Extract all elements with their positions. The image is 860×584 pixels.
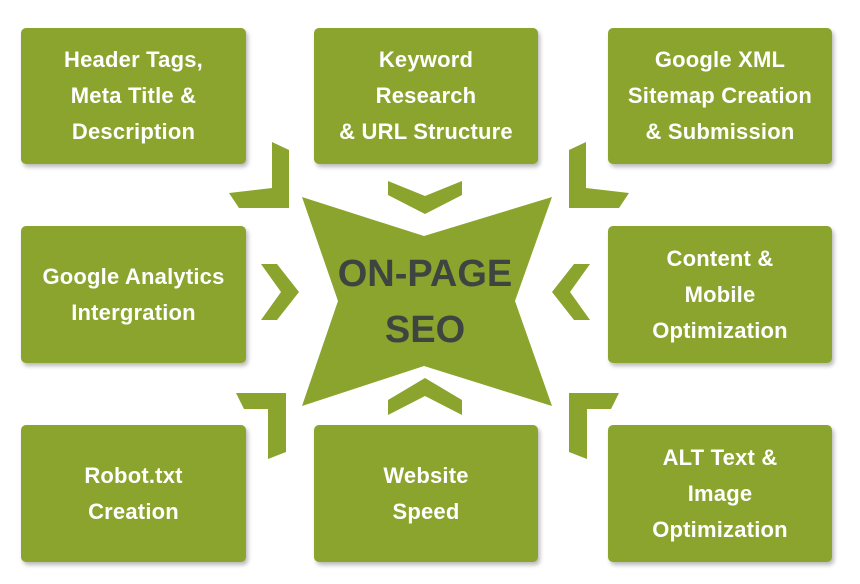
node-header-tags: Header Tags, Meta Title & Description xyxy=(21,28,246,164)
center-star-shape xyxy=(302,197,552,406)
chevron-down-icon xyxy=(388,181,462,214)
node-robot-txt: Robot.txt Creation xyxy=(21,425,246,562)
center-label: ON-PAGE SEO xyxy=(337,253,513,351)
node-alt-text: ALT Text & Image Optimization xyxy=(608,425,832,562)
node-google-xml-sitemap: Google XML Sitemap Creation & Submission xyxy=(608,28,832,164)
chevron-left-icon xyxy=(552,264,590,320)
chevron-down-right-icon xyxy=(229,142,289,208)
chevron-up-left-icon xyxy=(569,393,619,459)
node-website-speed: Website Speed xyxy=(314,425,538,562)
chevron-up-icon xyxy=(388,378,462,415)
chevron-up-right-icon xyxy=(236,393,286,459)
node-content-mobile: Content & Mobile Optimization xyxy=(608,226,832,363)
chevron-right-icon xyxy=(261,264,299,320)
node-google-analytics: Google Analytics Intergration xyxy=(21,226,246,363)
node-keyword-research: Keyword Research & URL Structure xyxy=(314,28,538,164)
chevron-down-left-icon xyxy=(569,142,629,208)
